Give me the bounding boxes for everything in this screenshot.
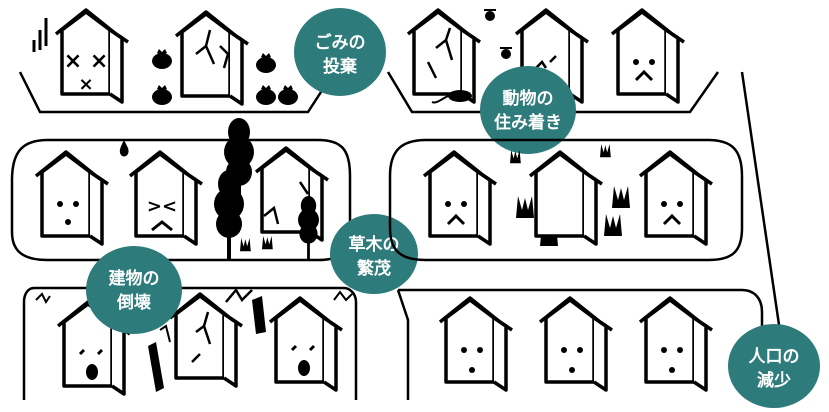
label-garbage-line2: 投棄 (323, 56, 358, 77)
label-collapse-bubble (86, 246, 182, 334)
house-icon (610, 8, 686, 104)
house-icon (268, 296, 344, 392)
label-animals-line1: 動物の (503, 88, 554, 109)
house-icon (528, 150, 604, 246)
rat-icon (431, 90, 472, 104)
label-collapse-line1: 建物の (109, 268, 160, 289)
label-weeds-bubble (330, 214, 418, 294)
label-population-bubble (728, 324, 820, 408)
crack-icon (225, 287, 266, 334)
decay-marks-icon (32, 18, 48, 52)
label-animals-line2: 住み着き (494, 112, 562, 133)
decay-marks-icon (333, 290, 353, 302)
label-garbage-bubble (294, 8, 386, 96)
house-icon: × × × (54, 8, 130, 104)
label-animals-bubble (480, 66, 576, 154)
broken-pillar-icon (148, 324, 171, 392)
house-icon (56, 300, 132, 396)
house-icon (638, 296, 714, 392)
decay-marks-icon (35, 292, 51, 304)
house-icon: >< (128, 150, 204, 246)
house-icon (422, 150, 498, 246)
label-weeds-line2: 繁茂 (356, 258, 391, 279)
water-drop-icon (119, 140, 129, 157)
house-icon (168, 292, 244, 388)
house-icon (438, 296, 514, 392)
label-population-line1: 人口の (749, 347, 800, 367)
label-weeds-line1: 草木の (349, 234, 400, 255)
label-collapse-line2: 倒壊 (116, 293, 152, 313)
house-icon (538, 296, 614, 392)
tree-icon (298, 196, 319, 259)
fly-icon (484, 9, 512, 59)
label-garbage-line1: ごみの (315, 32, 366, 53)
svg-text:><: >< (147, 196, 177, 217)
house-icon (406, 8, 482, 104)
svg-text:×: × (78, 74, 93, 95)
house-icon (254, 146, 330, 242)
house-icon (638, 150, 714, 246)
house-icon (34, 150, 110, 246)
grass-icon (240, 236, 273, 252)
house-icon (174, 10, 250, 106)
label-population-line2: 減少 (757, 370, 791, 391)
svg-text:× ×: × × (64, 49, 109, 74)
house-icon (514, 8, 590, 104)
